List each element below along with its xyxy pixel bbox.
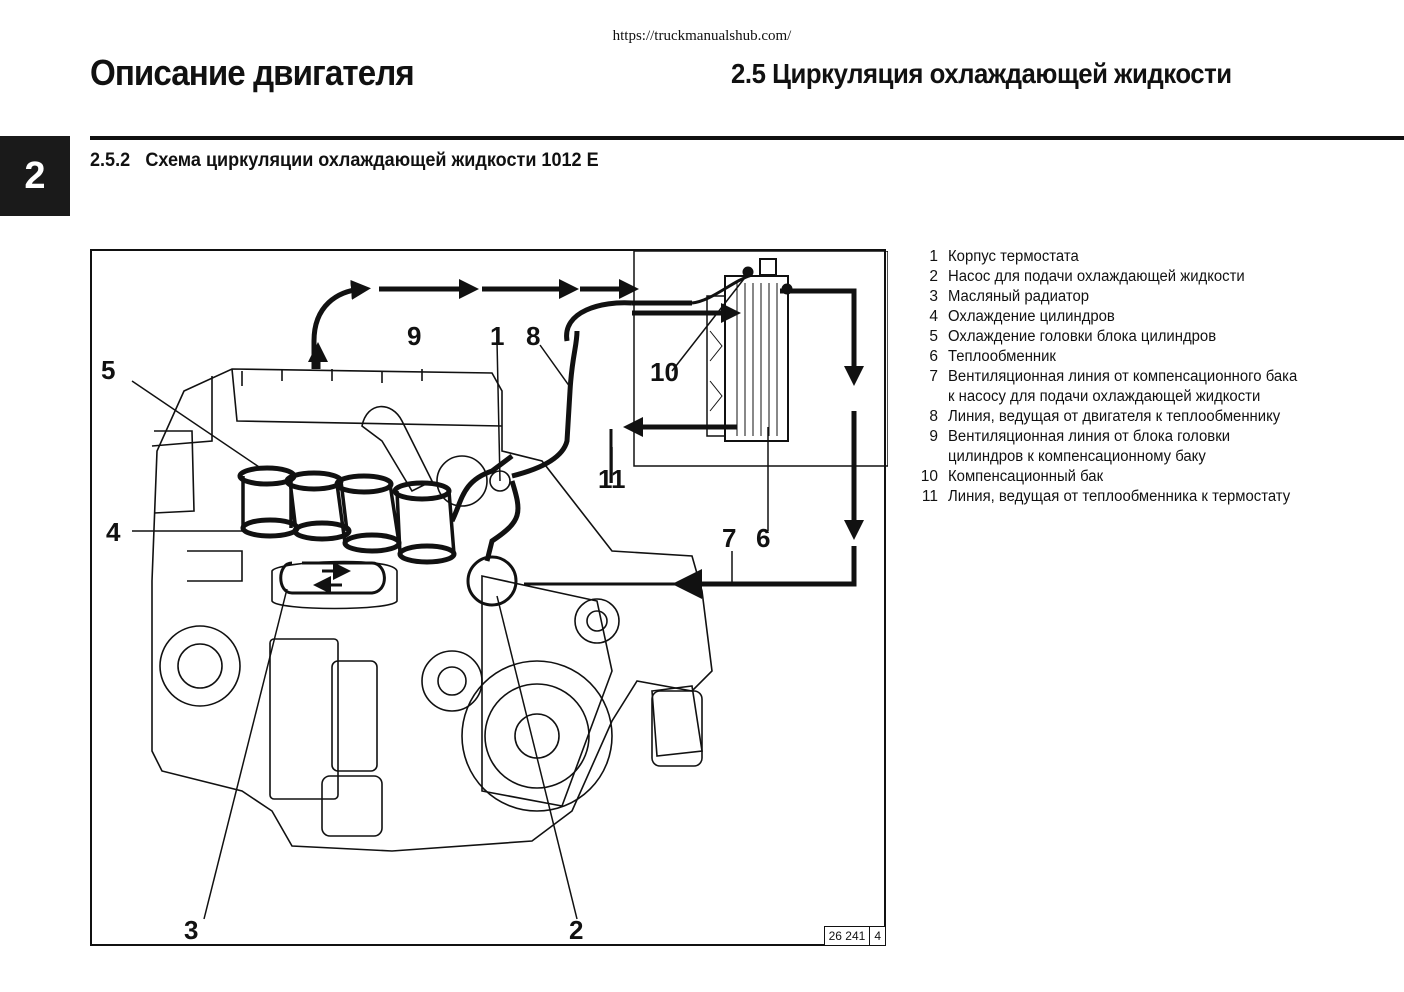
legend-item: 4 Охлаждение цилиндров	[912, 307, 1312, 327]
callout-4: 4	[106, 517, 121, 547]
callout-7: 7	[722, 523, 736, 553]
engine-coolant-diagram: 5 4 9 1 8 10 11 7 6 3 2 26 241 4	[90, 249, 888, 946]
subsection-number: 2.5.2	[90, 150, 131, 171]
legend-number: 9	[929, 428, 938, 445]
legend-list: 1 Корпус термостата 2 Насос для подачи охл…	[912, 247, 1312, 507]
legend-item: 11 Линия, ведущая от теплообменника к тер…	[912, 487, 1312, 507]
engine-block	[151, 368, 713, 852]
legend-text: Масляный радиатор	[948, 288, 1090, 305]
legend-number: 1	[929, 248, 938, 265]
legend-text: Линия, ведущая от двигателя к теплообмен…	[948, 408, 1281, 425]
legend-text: Компенсационный бак	[948, 468, 1104, 485]
figure-ref-number: 4	[870, 926, 886, 946]
legend-item: 6 Теплообменник	[912, 347, 1312, 367]
cylinder-jackets	[237, 465, 457, 565]
legend-number: 11	[921, 488, 938, 505]
legend-number: 8	[929, 408, 938, 425]
callout-3: 3	[184, 915, 198, 945]
legend-text: Вентиляционная линия от блока головки ци…	[948, 428, 1231, 465]
figure-ref-code: 26 241	[823, 926, 871, 946]
source-url[interactable]: https://truckmanualshub.com/	[612, 28, 792, 44]
legend-item: 3 Масляный радиатор	[912, 287, 1312, 307]
legend-item: 8 Линия, ведущая от двигателя к теплообме…	[912, 407, 1312, 427]
legend-text: Линия, ведущая от теплообменника к термо…	[948, 488, 1291, 505]
legend-number: 10	[920, 468, 938, 485]
callout-5: 5	[101, 355, 115, 385]
callout-6: 6	[756, 523, 770, 553]
figure-reference: 26 241 4	[823, 926, 886, 946]
leader-lines	[131, 274, 769, 920]
legend-number: 2	[929, 268, 938, 285]
section-heading: 2.5 Циркуляция охлаждающей жидкости	[731, 58, 1232, 89]
callout-9: 9	[407, 321, 421, 351]
chapter-tab: 2	[0, 136, 70, 216]
subsection-text: Схема циркуляции охлаждающей жидкости 10…	[145, 150, 599, 171]
legend-item: 2 Насос для подачи охлаждающей жидкости	[912, 267, 1312, 287]
legend-text: Теплообменник	[948, 348, 1056, 365]
subsection-title: 2.5.2 Схема циркуляции охлаждающей жидкос…	[90, 150, 599, 172]
legend-text: Охлаждение цилиндров	[948, 308, 1115, 325]
legend-text: Насос для подачи охлаждающей жидкости	[948, 268, 1245, 285]
legend-text: Корпус термостата	[948, 248, 1079, 265]
callout-2: 2	[569, 915, 583, 945]
legend-number: 4	[929, 308, 938, 325]
legend-item: 7 Вентиляционная линия от компенсационног…	[912, 367, 1312, 407]
legend-text: Охлаждение головки блока цилиндров	[948, 328, 1217, 345]
legend-number: 6	[929, 348, 938, 365]
callout-11: 11	[598, 464, 626, 494]
legend-number: 5	[929, 328, 938, 345]
oil-cooler-flow	[279, 561, 386, 595]
legend-number: 7	[929, 368, 938, 385]
legend-item: 5 Охлаждение головки блока цилиндров	[912, 327, 1312, 347]
diagram-drawing: 5 4 9 1 8 10 11 7 6 3 2	[101, 251, 888, 945]
callout-10: 10	[650, 357, 679, 387]
legend-number: 3	[929, 288, 938, 305]
legend-item: 1 Корпус термостата	[912, 247, 1312, 267]
callout-1: 1	[490, 321, 504, 351]
callout-labels: 5 4 9 1 8 10 11 7 6 3 2	[101, 321, 770, 945]
thermostat-loop	[449, 330, 580, 607]
flow-lines	[308, 273, 864, 599]
legend-text: Вентиляционная линия от компенсационного…	[948, 368, 1298, 405]
legend-item: 9 Вентиляционная линия от блока головки ц…	[912, 427, 1312, 467]
heat-exchanger-inset	[633, 251, 888, 467]
callout-8: 8	[526, 321, 540, 351]
legend-item: 10 Компенсационный бак	[912, 467, 1312, 487]
header-rule	[90, 136, 1404, 140]
chapter-heading: Описание двигателя	[90, 52, 415, 93]
